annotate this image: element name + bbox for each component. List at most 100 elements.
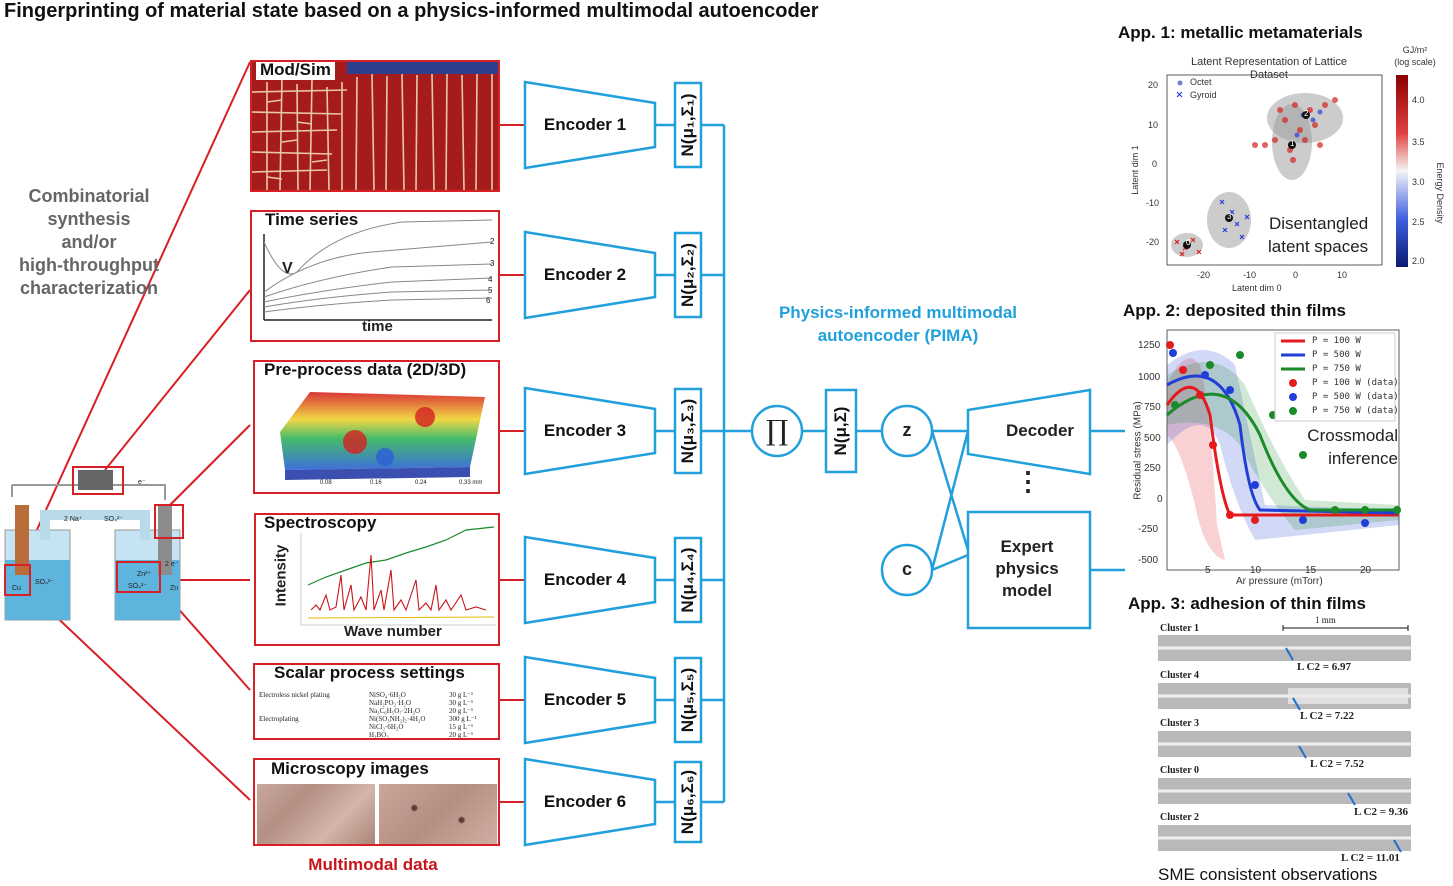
cbar-tick: 3.0 [1412,177,1425,187]
app1-ytick: -20 [1146,237,1160,247]
cell-highlight-solution [116,561,161,593]
cluster-label: Cluster 3 [1160,718,1199,729]
app1-ytick: 20 [1148,80,1159,90]
surface-tick: 0.08 [320,480,332,486]
table-cell [259,731,369,738]
gaussian-3-label: N(μ₃,Σ₃) [678,398,697,464]
table-cell: NiSO₄·6H₂O [369,691,406,699]
app2-legend-item: P = 100 W (data) [1312,378,1399,388]
app2-annotation-line: inference [1328,449,1398,468]
app2-xlabel: Ar pressure (mTorr) [1236,576,1323,587]
app2-legend-item: P = 750 W [1312,364,1361,374]
ion-label-so4-c: SO₄²⁻ [128,583,147,590]
scalar-panel: Scalar process settings Electroless nick… [253,663,500,740]
app2-ytick: 500 [1144,433,1161,444]
table-cell: 20 g L⁻¹ [449,707,474,715]
ellipsis-vertical: ⋮ [1015,466,1041,496]
ion-label-cu: Cu [12,585,21,592]
curve-label-6: 6 [486,296,491,305]
encoder-1-label: Encoder 1 [543,115,627,134]
lc2-value: L C2 = 7.22 [1300,710,1355,722]
app1-ytick: 0 [1152,159,1158,169]
ion-label-zn: Zn²⁺ [137,571,152,578]
table-cell: 30 g L⁻¹ [449,699,474,707]
gaussian-1-label: N(μ₁,Σ₁) [678,93,697,157]
app1-title: App. 1: metallic metamaterials [1118,23,1363,42]
app1-ytick: 10 [1148,120,1159,130]
app2-xtick: 10 [1250,565,1262,576]
expert-model-line: physics [995,559,1059,578]
synthesis-label-line: characterization [19,278,159,298]
ion-label-na: 2 Na⁺ [64,516,83,523]
app1-plot-title-line: Latent Representation of Lattice [1191,56,1347,68]
expert-model-label: Expert physics model [968,536,1086,602]
cluster-id-1: 1 [1290,139,1295,148]
surface-3d-image [280,392,485,480]
spectrum-plot [300,525,496,626]
surface-tick: 0.16 [370,480,382,486]
app1-cbar-title-line: (log scale) [1394,57,1436,67]
synthesis-label: Combinatorial synthesis and/or high-thro… [0,185,178,300]
app1-latent-plot [1166,74,1408,267]
cluster-id-3: 3 [1227,212,1232,221]
ion-label-so4-a: SO₄²⁻ [104,516,123,523]
app1-xtick: -10 [1243,270,1257,280]
table-cell: Ni(SO₃NH₂)₂·4H₂O [369,715,426,723]
app2-xtick: 15 [1305,565,1317,576]
decoder-label: Decoder [1005,421,1075,440]
cbar-tick: 3.5 [1412,137,1425,147]
app1-cbar-label: Energy Density [1435,162,1445,224]
surface-tick: 0.33 mm [459,480,483,486]
cluster-id-0: 0 [1186,238,1191,247]
app2-legend-item: P = 750 W (data) [1312,406,1399,416]
cell-highlight-anode [154,504,184,539]
electrochem-cell [4,470,181,621]
curve-label-4: 4 [488,275,493,284]
lc2-value: L C2 = 7.52 [1310,758,1365,770]
table-cell [259,723,369,731]
app2-xtick: 5 [1205,565,1211,576]
app1-xlabel: Latent dim 0 [1232,283,1282,293]
curve-label-3: 3 [490,259,495,268]
app1-annotation: Disentangled latent spaces [1268,212,1368,258]
app2-ylabel: Residual stress (MPa) [1132,401,1144,500]
cell-highlight-top [72,466,124,495]
ion-label-so4-b: SO₄²⁻ [35,579,54,586]
spectroscopy-title: Spectroscopy [260,515,381,533]
scalar-title: Scalar process settings [270,665,469,683]
table-cell: 30 g L⁻¹ [449,691,474,699]
app1-plot-title-line: Dataset [1250,69,1288,81]
scratch-strips [1158,635,1411,851]
synthesis-label-line: synthesis [47,209,131,229]
gaussian-4-label: N(μ₄,Σ₄) [678,547,697,613]
microscopy-panel: Microscopy images [253,758,500,846]
encoder-5-label: Encoder 5 [543,690,627,709]
lc2-value: L C2 = 11.01 [1341,852,1400,864]
curve-label-2: 2 [490,237,495,246]
app2-annotation: Crossmodal inference [1290,424,1398,470]
app1-annotation-line: latent spaces [1268,237,1369,256]
surface-tick: 0.24 [415,480,427,486]
table-cell: NaH₂PO₂·H₂O [369,699,411,707]
cluster-label: Cluster 4 [1160,670,1199,681]
table-cell [259,707,369,715]
app2-ytick: 1000 [1138,372,1161,383]
app2-stress-plot [1165,329,1401,571]
cluster-label: Cluster 1 [1160,623,1199,634]
app1-ylabel: Latent dim 1 [1130,145,1140,195]
app2-ytick: 1250 [1138,340,1161,351]
app1-ytick: -10 [1146,198,1160,208]
app1-xtick: 0 [1293,270,1299,280]
table-cell: 20 g L⁻¹ [449,731,474,739]
app2-ytick: 250 [1144,463,1161,474]
timeseries-title: Time series [261,212,363,230]
multimodal-data-label: Multimodal data [308,855,438,874]
curve-label-5: 5 [488,286,493,295]
cell-highlight-cathode [4,564,31,596]
cbar-tick: 4.0 [1412,95,1425,105]
pima-label-line: autoencoder (PIMA) [817,326,979,345]
